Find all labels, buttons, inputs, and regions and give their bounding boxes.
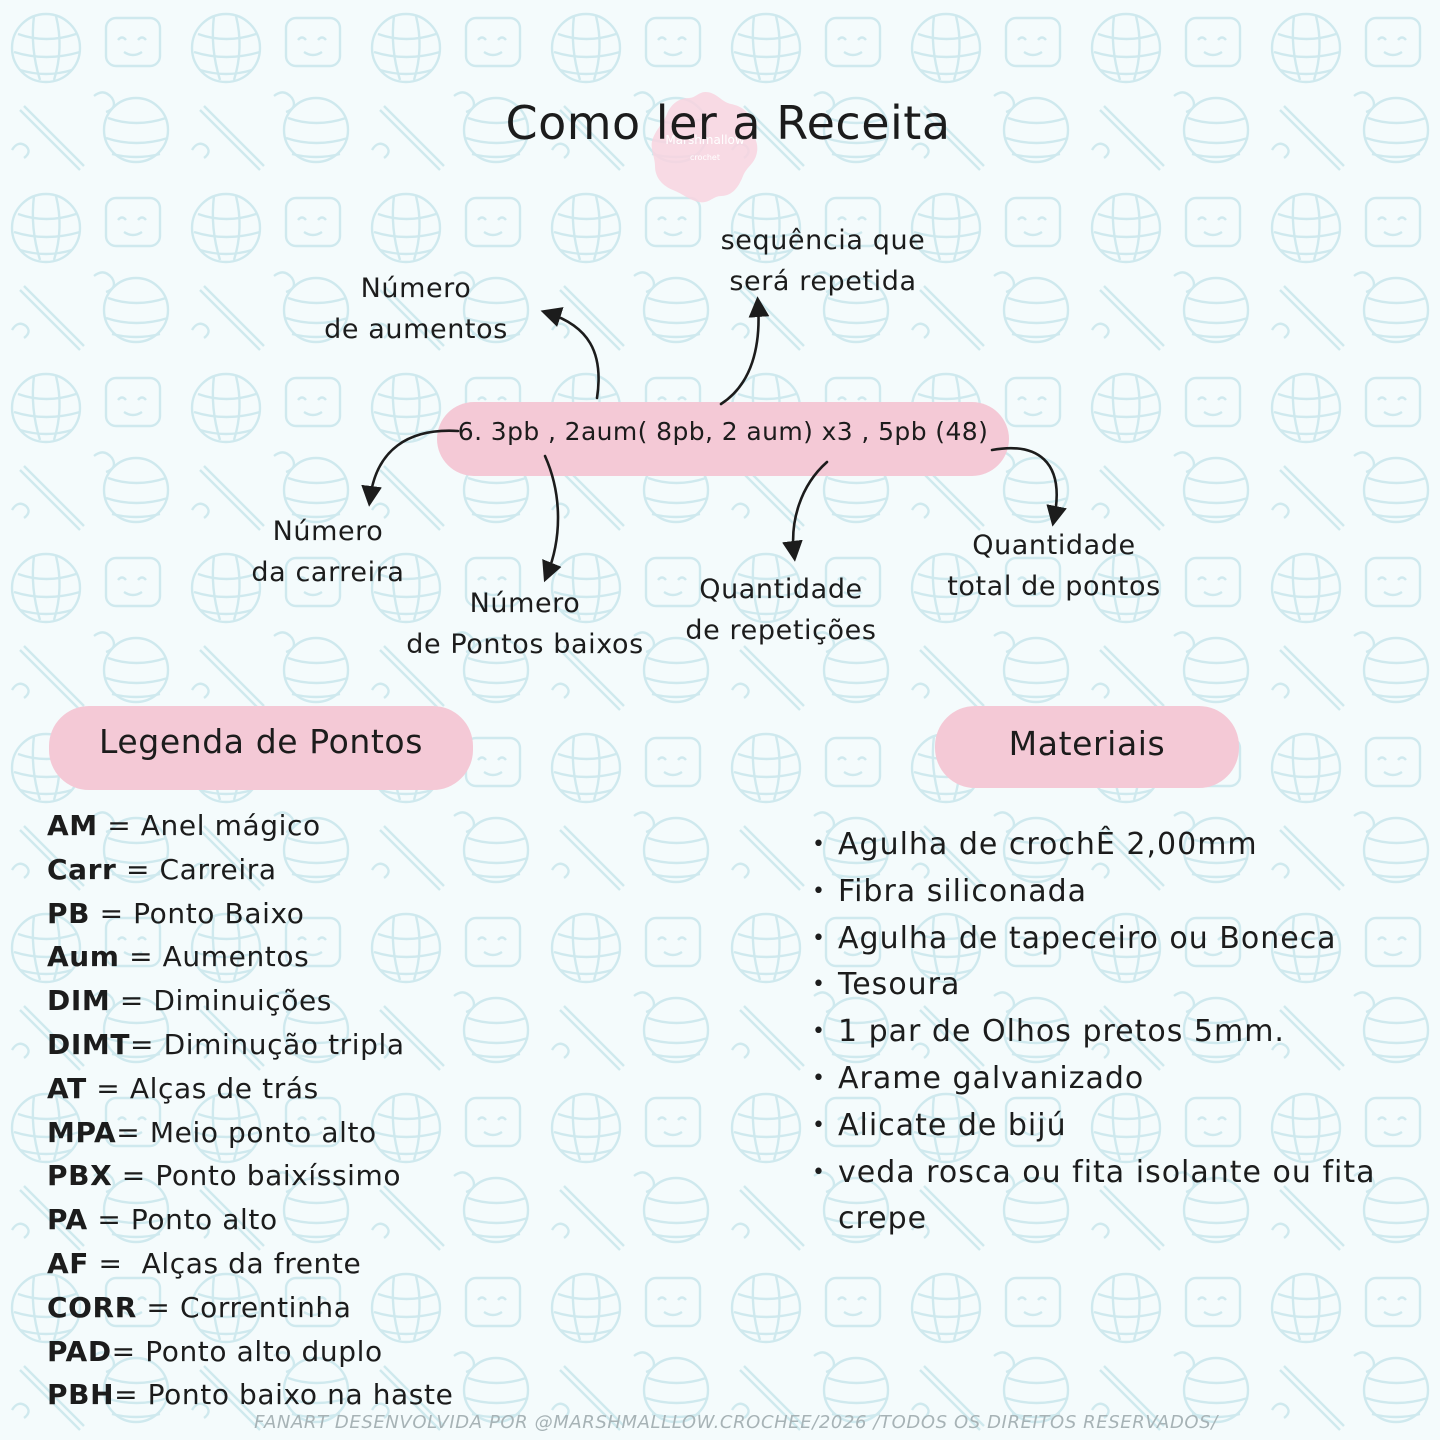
legend-item: AF = Alças da frente [47, 1246, 362, 1280]
material-item: •1 par de Olhos pretos 5mm. [812, 1009, 1402, 1056]
brand-logo: Marshmallow crochet [651, 92, 758, 203]
bullet-icon: • [812, 925, 826, 951]
bullet-icon: • [812, 878, 826, 904]
copyright-footer: FANART DESENVOLVIDA POR @MARSHMALLLOW.CR… [254, 1412, 1218, 1433]
legend-item: MPA= Meio ponto alto [47, 1115, 377, 1149]
materials-header: Materiais [935, 706, 1239, 788]
formula-pill [437, 402, 1009, 476]
material-item: •Agulha de tapeceiro ou Boneca [812, 916, 1402, 963]
label-sequencia-repetida: sequência que será repetida [720, 225, 926, 297]
label-quantidade-de-repeticoes: Quantidade de repetições [685, 574, 877, 646]
legend-item: PBX = Ponto baixíssimo [47, 1159, 402, 1193]
legend-item: AT = Alças de trás [47, 1071, 319, 1105]
legend-item: PA = Ponto alto [47, 1203, 278, 1237]
legend-item: PAD= Ponto alto duplo [47, 1334, 383, 1368]
label-numero-de-aumentos: Número de aumentos [324, 273, 508, 345]
material-item: •veda rosca ou fita isolante ou fita cre… [812, 1150, 1402, 1244]
page-title: Como ler a Receita [505, 96, 951, 150]
legend-header: Legenda de Pontos [49, 706, 473, 790]
legend-item: Carr = Carreira [47, 852, 277, 886]
legend-item: PB = Ponto Baixo [47, 896, 305, 930]
svg-text:crochet: crochet [690, 153, 720, 162]
material-item: •Agulha de crochÊ 2,00mm [812, 822, 1402, 869]
bullet-icon: • [812, 1019, 826, 1045]
legend-item: CORR = Correntinha [47, 1290, 352, 1324]
legend-item: DIM = Diminuições [47, 984, 332, 1018]
bullet-icon: • [812, 1065, 826, 1091]
materials-list: •Agulha de crochÊ 2,00mm •Fibra silicona… [812, 822, 1402, 1243]
material-item: •Alicate de bijú [812, 1103, 1402, 1150]
bullet-icon: • [812, 832, 826, 857]
bullet-icon: • [812, 1112, 826, 1138]
legend-item: AM = Anel mágico [47, 809, 321, 842]
legend-list: AM = Anel mágico Carr = Carreira PB = Po… [47, 806, 453, 1419]
bullet-icon: • [812, 1159, 826, 1185]
legend-item: PBH= Ponto baixo na haste [47, 1378, 454, 1412]
material-item: •Tesoura [812, 962, 1402, 1009]
label-numero-de-pontos-baixos: Número de Pontos baixos [406, 588, 644, 660]
material-item: •Fibra siliconada [812, 869, 1402, 916]
legend-item: Aum = Aumentos [47, 940, 310, 974]
label-numero-da-carreira: Número da carreira [251, 516, 405, 588]
formula-text: 6. 3pb , 2aum( 8pb, 2 aum) x3 , 5pb (48) [457, 417, 989, 446]
bullet-icon: • [812, 972, 826, 998]
svg-text:Marshmallow: Marshmallow [665, 133, 745, 147]
material-item: •Arame galvanizado [812, 1056, 1402, 1103]
legend-item: DIMT= Diminução tripla [47, 1027, 405, 1061]
label-quantidade-total-de-pontos: Quantidade total de pontos [947, 530, 1161, 602]
